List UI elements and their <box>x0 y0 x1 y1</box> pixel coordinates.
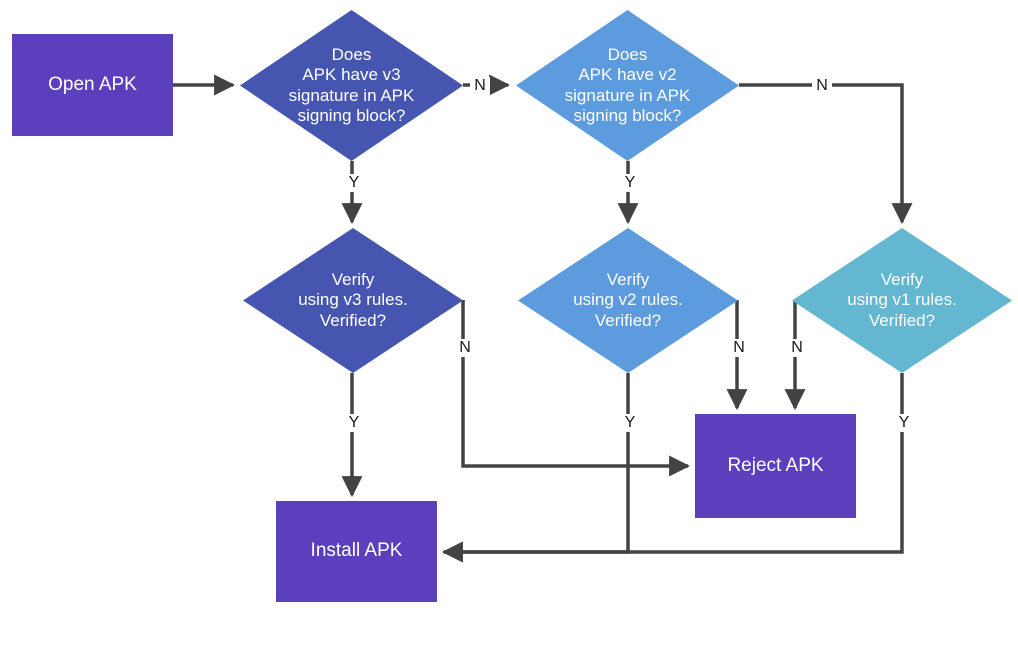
edge-label-verifyv3-yes: Y <box>344 414 364 432</box>
edge-label-hasv2-yes: Y <box>620 174 640 192</box>
edge-label-verifyv1-no: N <box>787 339 807 357</box>
edge-verifyv2-yes-to-install <box>441 373 630 563</box>
node-verify-v1[interactable]: Verify using v1 rules. Verified? <box>792 228 1012 373</box>
edge-hasv2-no-to-verifyv1 <box>739 83 913 225</box>
node-open-apk-label: Open APK <box>48 73 137 95</box>
edge-verifyv1-yes-to-install <box>441 373 904 563</box>
node-open-apk[interactable]: Open APK <box>12 34 173 136</box>
edge-label-verifyv1-yes: Y <box>894 414 914 432</box>
node-has-v3[interactable]: Does APK have v3 signature in APK signin… <box>240 10 463 161</box>
edge-label-verifyv2-no: N <box>729 339 749 357</box>
node-reject-apk-label: Reject APK <box>727 454 824 476</box>
node-reject-apk[interactable]: Reject APK <box>695 414 856 518</box>
edge-label-hasv3-yes: Y <box>344 174 364 192</box>
edge-label-verifyv3-no: N <box>455 339 475 357</box>
has-v2-diamond-shape <box>516 10 739 161</box>
node-has-v2[interactable]: Does APK have v2 signature in APK signin… <box>516 10 739 161</box>
node-install-apk[interactable]: Install APK <box>276 501 437 602</box>
node-install-apk-label: Install APK <box>310 540 403 562</box>
verify-v2-diamond-shape <box>518 228 738 373</box>
verify-v3-diamond-shape <box>243 228 463 373</box>
edge-label-hasv3-no: N <box>470 77 490 95</box>
node-verify-v3[interactable]: Verify using v3 rules. Verified? <box>243 228 463 373</box>
has-v3-diamond-shape <box>240 10 463 161</box>
node-verify-v2[interactable]: Verify using v2 rules. Verified? <box>518 228 738 373</box>
edge-label-hasv2-no: N <box>812 77 832 95</box>
edge-label-verifyv2-yes: Y <box>620 414 640 432</box>
verify-v1-diamond-shape <box>792 228 1012 373</box>
